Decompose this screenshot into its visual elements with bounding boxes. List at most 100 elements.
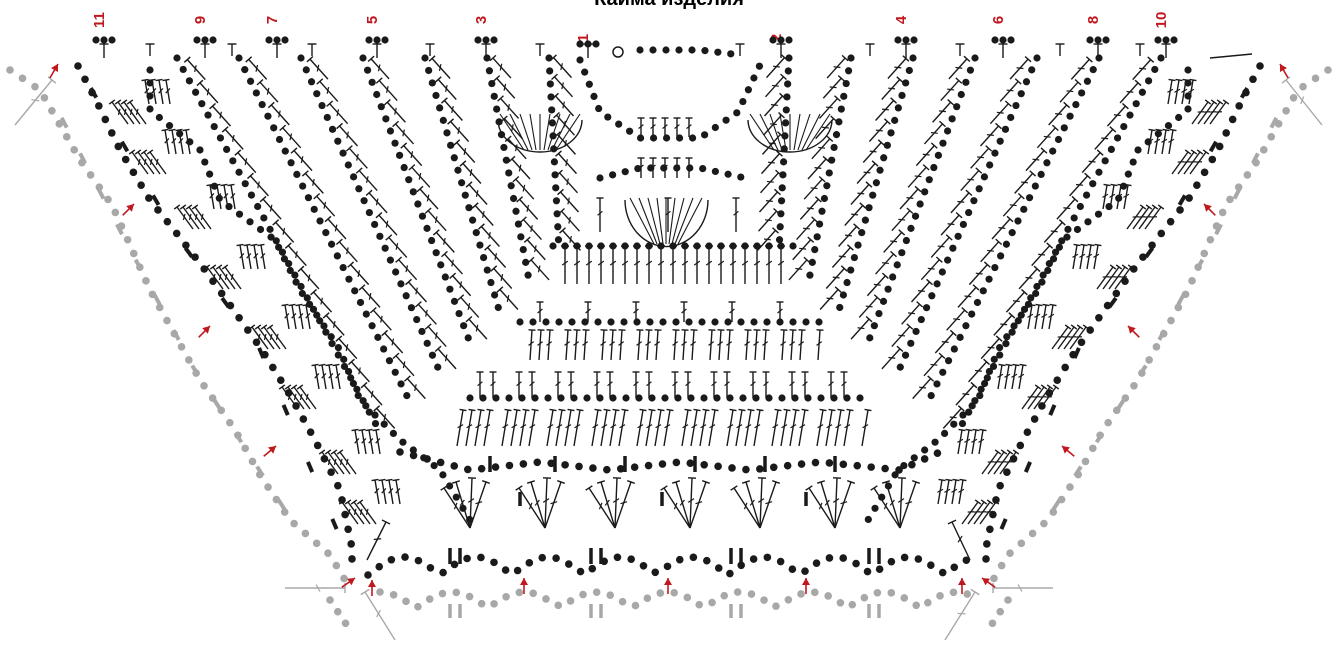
- chain-stitch: [996, 608, 1004, 616]
- chain-stitch: [1167, 317, 1175, 325]
- dc-top-bar: [685, 409, 692, 410]
- chain-stitch: [1007, 114, 1014, 121]
- chain-stitch: [902, 36, 909, 43]
- chain-stitch: [259, 101, 266, 108]
- chain-stitch: [387, 127, 394, 134]
- dc-stitch: [724, 372, 731, 398]
- dc-stitch: [585, 246, 593, 284]
- dc-stitch: [657, 246, 665, 284]
- chain-stitch: [241, 66, 248, 73]
- dc-post: [461, 297, 479, 317]
- chain-stitch: [1193, 181, 1201, 189]
- dc-yarn-over: [276, 334, 278, 340]
- dc-post: [692, 330, 694, 360]
- chain-stitch: [930, 164, 937, 171]
- chain-stitch: [1004, 596, 1012, 604]
- dc-top-bar: [1205, 100, 1211, 104]
- chain-stitch: [673, 459, 681, 467]
- dc-stitch: [426, 44, 435, 56]
- chain-stitch: [700, 461, 708, 469]
- chain-stitch: [657, 589, 665, 597]
- arrow-head: [368, 580, 376, 587]
- chain-stitch: [1175, 114, 1182, 121]
- dc-post: [404, 146, 422, 166]
- chain-stitch: [313, 540, 321, 548]
- chain-stitch: [235, 169, 242, 176]
- dc-yarn-over: [189, 214, 191, 220]
- dc-yarn-over: [436, 332, 437, 339]
- dc-top-bar: [757, 409, 764, 410]
- chain-stitch: [826, 169, 833, 176]
- dc-stitch: [573, 246, 581, 284]
- chain-stitch: [663, 134, 670, 141]
- dc-top-bar: [258, 244, 265, 245]
- chain-stitch: [985, 276, 992, 283]
- chain-stitch: [246, 218, 253, 225]
- chain-stitch: [769, 36, 776, 43]
- dc-stitch: [884, 230, 905, 253]
- dc-top-bar: [1163, 129, 1170, 130]
- dc-stitch: [804, 177, 825, 200]
- dc-yarn-over: [378, 64, 379, 71]
- chain-stitch: [334, 138, 341, 145]
- chain-bar: [98, 189, 103, 199]
- dc-top-bar: [1203, 150, 1209, 154]
- dc-yarn-over: [538, 266, 539, 273]
- dc-stitch: [583, 330, 590, 360]
- chain-stitch: [1145, 356, 1153, 364]
- row-number-label: 3: [473, 16, 490, 24]
- chain-stitch: [670, 589, 678, 597]
- dc-yarn-over: [403, 361, 404, 368]
- chain-stitch: [737, 173, 744, 180]
- chain-stitch: [949, 245, 956, 252]
- chain-stitch: [186, 77, 193, 84]
- dc-top-bar: [163, 79, 170, 80]
- dc-stitch: [700, 409, 709, 446]
- chain-stitch: [6, 66, 14, 74]
- chain-stitch: [1184, 105, 1191, 112]
- chain-stitch: [1018, 540, 1026, 548]
- chain-stitch: [41, 94, 49, 102]
- dc-post: [835, 482, 851, 528]
- chain-stitch: [334, 482, 342, 490]
- dc-stitch: [296, 304, 303, 329]
- chain-stitch: [576, 56, 583, 63]
- dc-stitch: [789, 372, 796, 398]
- chain-stitch: [267, 234, 274, 241]
- chain-stitch: [1031, 415, 1039, 423]
- chain-stitch: [520, 460, 528, 468]
- dc-stitch: [993, 583, 1053, 593]
- chain-stitch: [506, 462, 514, 470]
- dc-top-bar: [326, 364, 333, 365]
- dc-yarn-over: [1026, 277, 1033, 278]
- chain-stitch: [1078, 338, 1086, 346]
- dc-post: [481, 227, 499, 247]
- chain-stitch: [875, 310, 882, 317]
- chain-stitch: [156, 114, 163, 121]
- dc-top-bar: [1013, 364, 1020, 365]
- arrow-head: [958, 578, 966, 585]
- chain-stitch: [524, 272, 531, 279]
- chain-stitch: [1078, 89, 1085, 96]
- dc-top-bar: [1191, 150, 1197, 154]
- dc-yarn-over: [258, 182, 259, 189]
- dc-yarn-over: [948, 224, 955, 225]
- dc-stitch: [781, 409, 790, 446]
- dc-stitch: [619, 330, 626, 360]
- dc-stitch: [817, 330, 824, 360]
- dc-post: [349, 148, 367, 168]
- chain-stitch: [371, 221, 378, 228]
- dc-top-bar: [523, 409, 530, 410]
- dc-yarn-over: [923, 154, 930, 155]
- dc-stitch: [826, 266, 847, 289]
- dc-stitch: [826, 409, 835, 446]
- dc-yarn-over: [136, 109, 138, 115]
- chain-stitch: [739, 394, 746, 401]
- dc-post: [952, 522, 970, 560]
- dc-yarn-over: [267, 88, 268, 95]
- dc-top-bar: [487, 409, 494, 410]
- dc-post: [305, 173, 323, 193]
- dc-yarn-over: [201, 214, 203, 220]
- dc-top-bar: [505, 409, 512, 410]
- chain-stitch: [437, 261, 444, 268]
